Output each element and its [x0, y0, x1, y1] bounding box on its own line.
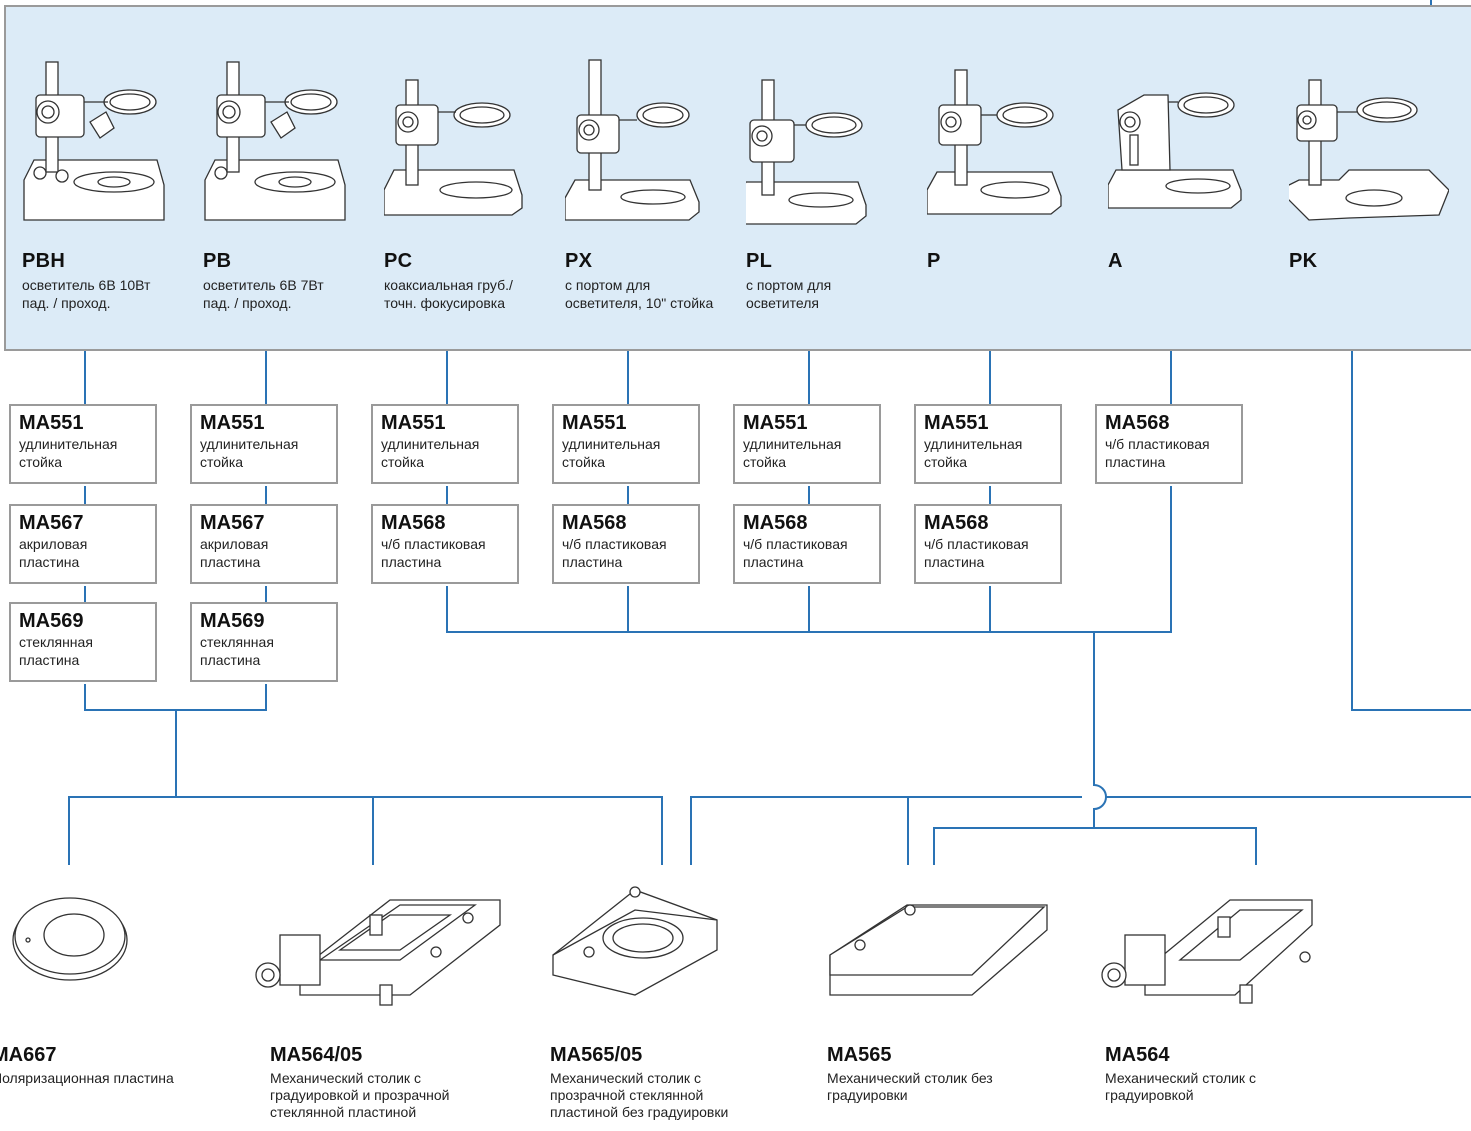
stand-p: P [927, 40, 1077, 272]
stage-code: MA564 [1105, 1044, 1170, 1066]
mechanical-stage-image [829, 904, 1048, 996]
stand-pc: PC коаксиальная груб./точн. фокусировка [384, 40, 534, 311]
stand-a-image [1108, 92, 1242, 209]
stand-code: PBH [22, 250, 66, 272]
mechanical-stage-image [552, 886, 718, 996]
stage-code: MA565/05 [550, 1044, 643, 1066]
stage-code: MA667 [0, 1044, 57, 1066]
stand-code: P [927, 250, 941, 272]
stand-code: PB [203, 250, 232, 272]
stand-pk-image [1289, 79, 1449, 221]
mechanical-stage-image [1101, 899, 1313, 1004]
stage-code: MA564/05 [270, 1044, 363, 1066]
stand-a: A [1108, 40, 1258, 272]
stage-ma667: MA667 Поляризационная пластина [0, 880, 240, 1130]
mechanical-stage-image [255, 899, 501, 1006]
stage-code: MA565 [827, 1044, 892, 1066]
stage-description: Поляризационная пластина [0, 1070, 174, 1086]
stand-px-image [565, 59, 700, 221]
stand-code: PC [384, 250, 413, 272]
stand-description: коаксиальная груб./точн. фокусировка [384, 277, 513, 311]
stand-pbh-image [23, 61, 165, 221]
polarization-plate-image [12, 897, 128, 981]
stand-p-image [927, 69, 1062, 215]
stand-code: A [1108, 250, 1123, 272]
stand-pc-image [384, 79, 523, 216]
stand-code: PL [746, 250, 773, 272]
stand-pb-image [204, 61, 346, 221]
stand-pl-image [746, 79, 867, 225]
stand-pk: PK [1289, 40, 1449, 272]
stand-code: PX [565, 250, 593, 272]
stand-code: PK [1289, 250, 1318, 272]
